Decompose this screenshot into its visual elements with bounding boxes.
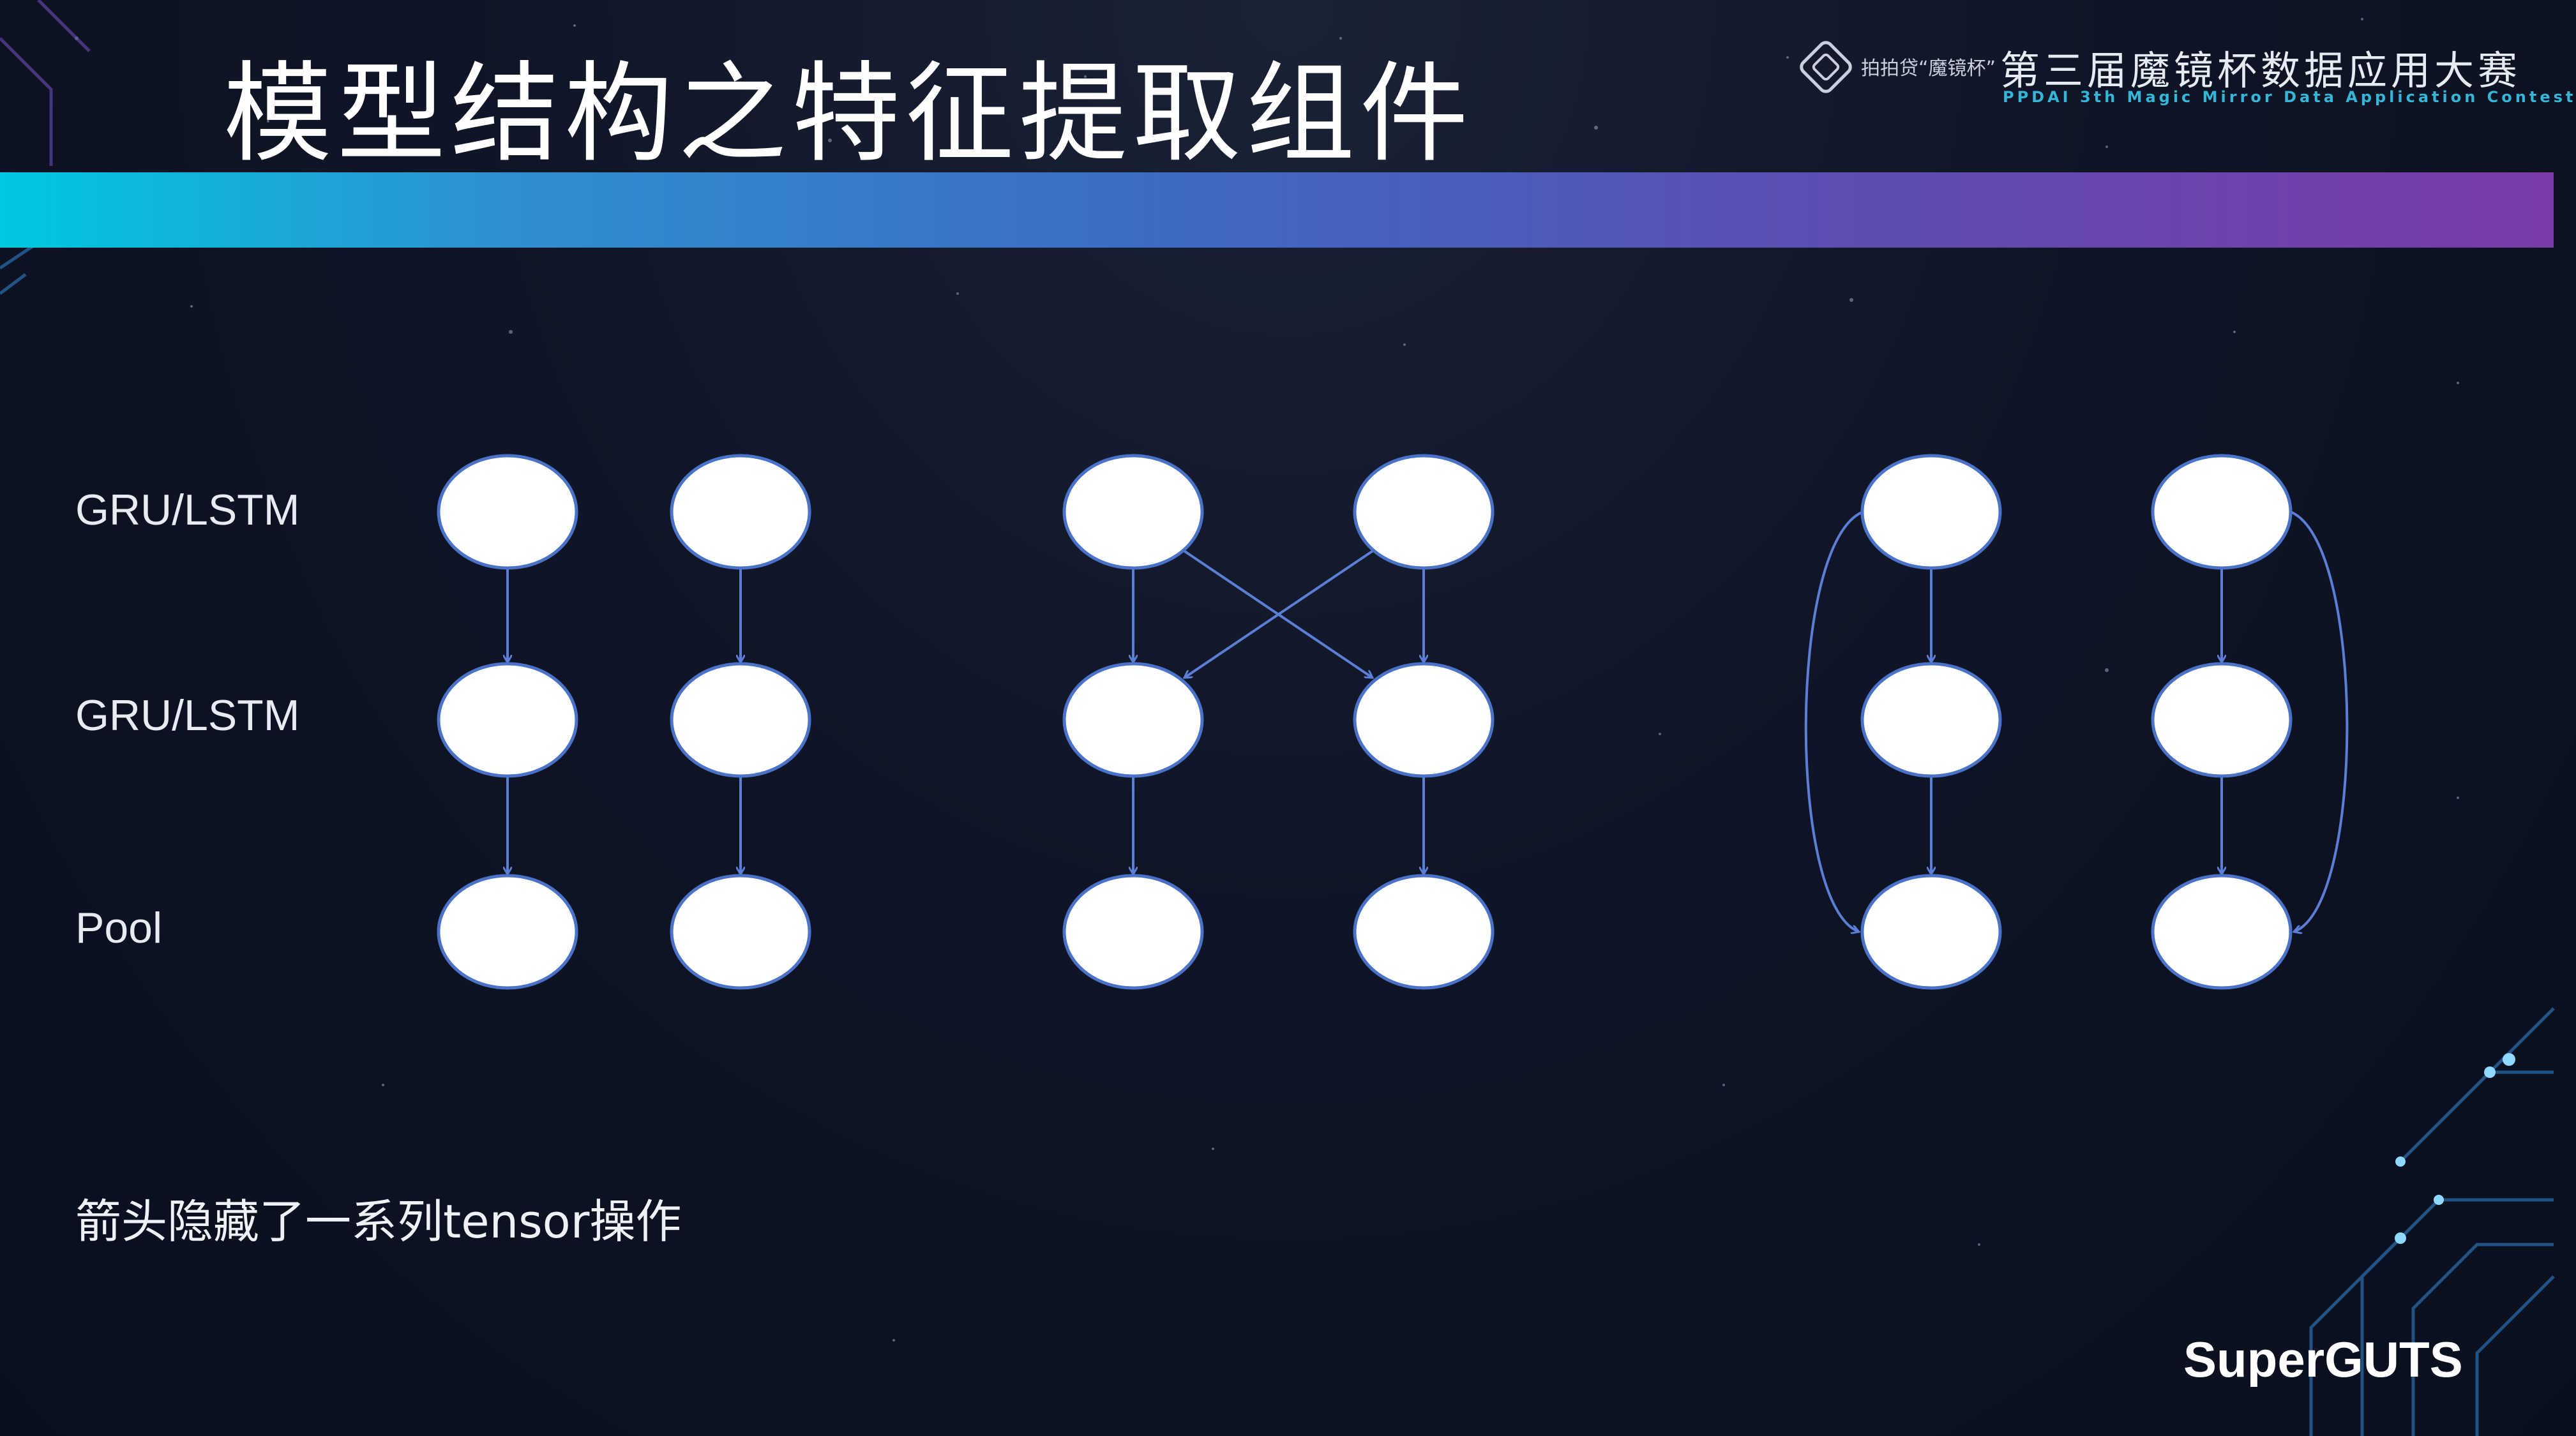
gradient-band (0, 172, 2554, 248)
node (1860, 662, 2002, 778)
contest-title-en: PPDAI 3th Magic Mirror Data Application … (2003, 88, 2576, 106)
node (1353, 454, 1495, 570)
skip-arrow (2290, 511, 2349, 932)
node (670, 662, 811, 778)
row-label-1: GRU/LSTM (75, 486, 300, 534)
row-label-2: GRU/LSTM (75, 691, 300, 740)
node (1062, 662, 1204, 778)
brand-logo-text: SuperGUTS (2183, 1331, 2463, 1387)
node (670, 874, 811, 990)
footnote-text: 箭头隐藏了一系列tensor操作 (75, 1195, 682, 1248)
logo-name: 拍拍贷“魔镜杯” (1861, 57, 1996, 80)
diagram-group-skip (1804, 454, 2349, 990)
node (437, 874, 578, 990)
mirror-logo-icon (1800, 41, 1852, 93)
node (670, 454, 811, 570)
row-label-3: Pool (75, 904, 163, 952)
node (1062, 454, 1204, 570)
contest-logo: 拍拍贷“魔镜杯” 第三届魔镜杯数据应用大赛 PPDAI 3th Magic Mi… (1797, 38, 2573, 115)
skip-arrow (1804, 511, 1864, 932)
node (1062, 874, 1204, 990)
diagram-group-crossed (1062, 454, 1495, 990)
diagram-group-parallel (437, 454, 811, 990)
node (437, 662, 578, 778)
node (1353, 662, 1495, 778)
arrow (1184, 548, 1377, 678)
node (1860, 874, 2002, 990)
arrow (1180, 548, 1373, 678)
node (1860, 454, 2002, 570)
node (2151, 662, 2293, 778)
node (2151, 454, 2293, 570)
node (1353, 874, 1495, 990)
contest-title-cn: 第三届魔镜杯数据应用大赛 (2000, 47, 2522, 94)
node (2151, 874, 2293, 990)
slide-title: 模型结构之特征提取组件 (223, 51, 1474, 177)
node (437, 454, 578, 570)
